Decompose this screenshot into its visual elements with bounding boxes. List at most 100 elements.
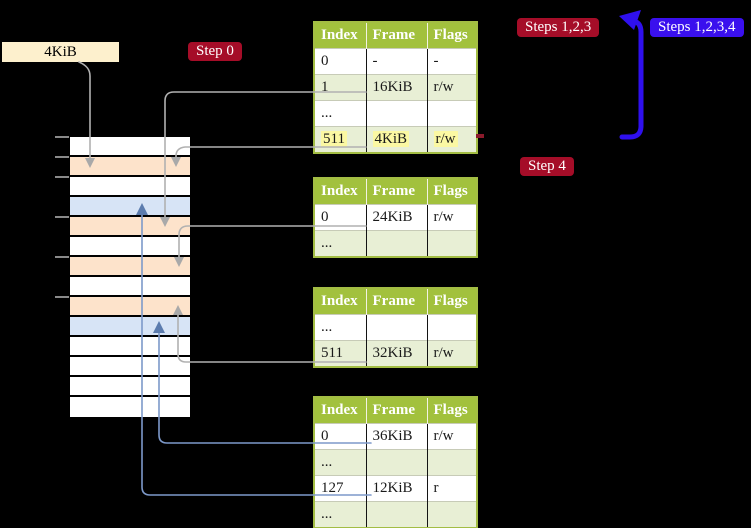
flags-cell: [427, 449, 477, 476]
memory-row: [70, 357, 190, 377]
frame-cell: -: [366, 48, 428, 75]
frame-cell: 16KiB: [366, 74, 428, 101]
index-cell: ...: [314, 314, 367, 341]
index-cell: ...: [314, 449, 367, 476]
table-row: ...: [314, 449, 477, 476]
memory-row: [70, 237, 190, 257]
flags-cell: [427, 314, 477, 341]
memory-row: [70, 177, 190, 197]
index-cell: 511: [314, 340, 367, 367]
flags-cell: r: [427, 475, 477, 502]
frame-cell: [366, 501, 428, 528]
table-row: 0 - -: [314, 48, 477, 75]
frame-column-header: Frame: [366, 178, 428, 205]
table-header-row: Index Frame Flags: [314, 288, 477, 315]
memory-tick: [55, 136, 69, 138]
table-row: 0 24KiB r/w: [314, 204, 477, 231]
page-table-level2: Index Frame Flags ... 511 32KiB r/w: [313, 287, 478, 368]
frame-cell: [366, 449, 428, 476]
step0-badge: Step 0: [188, 42, 242, 61]
index-cell: 511: [314, 126, 367, 153]
table-row: 0 36KiB r/w: [314, 423, 477, 450]
table-row: 1 16KiB r/w: [314, 74, 477, 101]
memory-row: [70, 317, 190, 337]
memory-tick: [55, 176, 69, 178]
flags-cell: [427, 100, 477, 127]
table-row: ...: [314, 100, 477, 127]
index-cell: 1: [314, 74, 367, 101]
steps123-badge: Steps 1,2,3: [517, 18, 600, 37]
memory-row: [70, 277, 190, 297]
memory-tick: [55, 216, 69, 218]
memory-row: [70, 297, 190, 317]
table-row: ...: [314, 230, 477, 257]
frame-column-header: Frame: [366, 22, 428, 49]
highlight-mark: 511: [321, 131, 347, 147]
flags-cell: r/w: [427, 340, 477, 367]
memory-row: [70, 197, 190, 217]
frame-cell: 36KiB: [366, 423, 428, 450]
highlight-mark: 4KiB: [372, 131, 410, 147]
physical-memory-column: [70, 137, 190, 417]
table-row-highlighted: 511 4KiB r/w: [314, 126, 477, 153]
flags-cell: r/w: [427, 74, 477, 101]
flags-column-header: Flags: [427, 397, 477, 424]
frame-cell: [366, 100, 428, 127]
memory-row: [70, 397, 190, 417]
page-size-label: 4KiB: [2, 42, 119, 62]
page-table-level1: Index Frame Flags 0 36KiB r/w ... 127 12…: [313, 396, 478, 528]
flags-column-header: Flags: [427, 22, 477, 49]
flags-column-header: Flags: [427, 178, 477, 205]
frame-cell: 12KiB: [366, 475, 428, 502]
memory-row: [70, 137, 190, 157]
flags-cell: [427, 230, 477, 257]
step4-badge: Step 4: [520, 157, 574, 176]
flags-cell: r/w: [427, 423, 477, 450]
index-cell: 0: [314, 204, 367, 231]
index-cell: 0: [314, 48, 367, 75]
frame-cell: 4KiB: [366, 126, 428, 153]
flags-cell: r/w: [427, 204, 477, 231]
frame-column-header: Frame: [366, 288, 428, 315]
index-column-header: Index: [314, 288, 367, 315]
frame-cell: 32KiB: [366, 340, 428, 367]
table-row: ...: [314, 314, 477, 341]
recursive-loop-arrowhead: [619, 10, 641, 30]
page-table-level4: Index Frame Flags 0 - - 1 16KiB r/w ... …: [313, 21, 478, 154]
memory-tick: [55, 256, 69, 258]
index-cell: 0: [314, 423, 367, 450]
frame-cell: 24KiB: [366, 204, 428, 231]
table-row: 127 12KiB r: [314, 475, 477, 502]
frame-cell: [366, 230, 428, 257]
index-cell: 127: [314, 475, 367, 502]
index-column-header: Index: [314, 397, 367, 424]
page-table-level3: Index Frame Flags 0 24KiB r/w ...: [313, 177, 478, 258]
flags-column-header: Flags: [427, 288, 477, 315]
memory-row: [70, 157, 190, 177]
memory-row: [70, 217, 190, 237]
flags-cell: r/w: [427, 126, 477, 153]
flags-cell: [427, 501, 477, 528]
table-header-row: Index Frame Flags: [314, 178, 477, 205]
frame-column-header: Frame: [366, 397, 428, 424]
table-header-row: Index Frame Flags: [314, 22, 477, 49]
index-column-header: Index: [314, 178, 367, 205]
highlight-mark: r/w: [433, 131, 458, 147]
memory-row: [70, 337, 190, 357]
table-row: ...: [314, 501, 477, 528]
frame-cell: [366, 314, 428, 341]
index-column-header: Index: [314, 22, 367, 49]
table-row: 511 32KiB r/w: [314, 340, 477, 367]
index-cell: ...: [314, 230, 367, 257]
recursive-loop-arrow: [619, 18, 644, 140]
memory-tick: [55, 296, 69, 298]
flags-cell: -: [427, 48, 477, 75]
memory-row: [70, 257, 190, 277]
memory-row: [70, 377, 190, 397]
index-cell: ...: [314, 100, 367, 127]
steps1234-badge: Steps 1,2,3,4: [650, 18, 744, 37]
memory-tick: [55, 156, 69, 158]
table-header-row: Index Frame Flags: [314, 397, 477, 424]
recursive-entry-stub: [476, 134, 484, 138]
